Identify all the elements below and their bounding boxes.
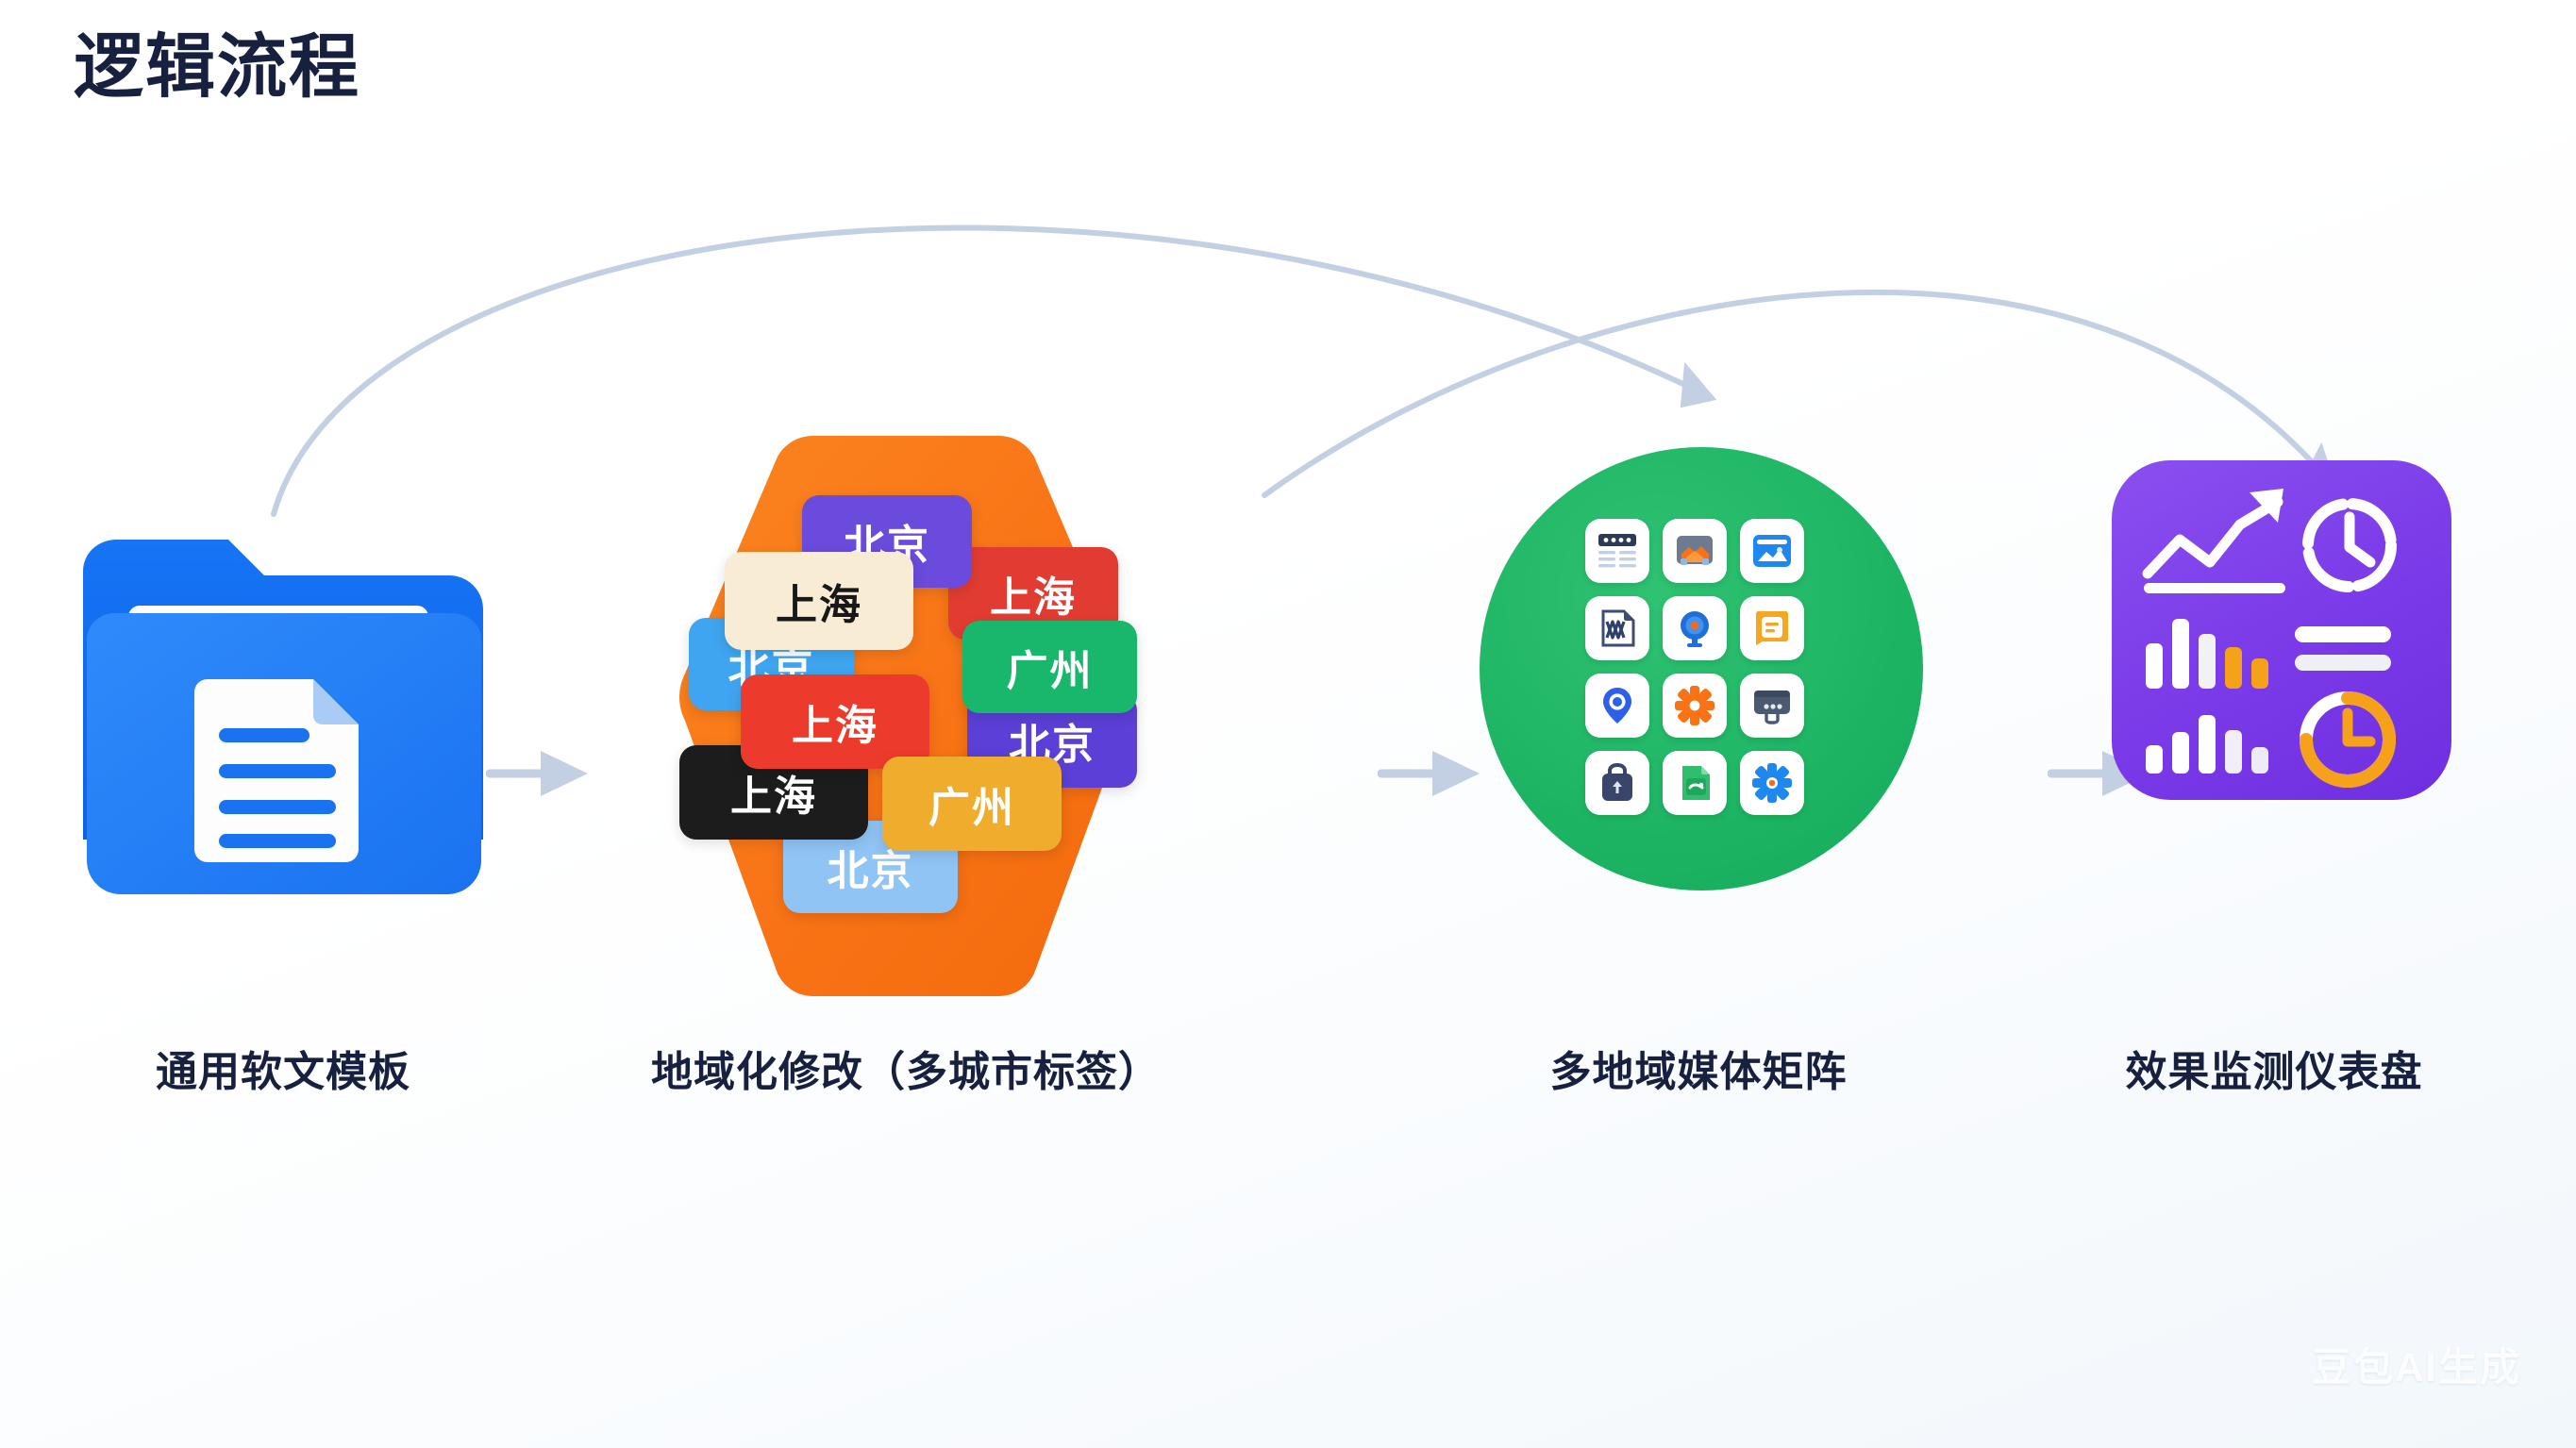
news-article-icon[interactable] (1585, 519, 1649, 583)
connector-arrow-1 (486, 751, 588, 796)
chart-report-icon[interactable] (1585, 596, 1649, 660)
image-card-icon[interactable] (1740, 519, 1804, 583)
horizontal-bars-icon (2295, 626, 2391, 671)
city-tag[interactable]: 广州 (882, 757, 1062, 851)
briefcase-bag-icon[interactable] (1585, 751, 1649, 815)
note-message-icon[interactable] (1740, 596, 1804, 660)
location-pin-icon[interactable] (1585, 674, 1649, 738)
flow-stage-localized-edit[interactable]: 北京上海上海广州北京上海北京上海广州北京 地域化修改（多城市标签） (642, 406, 1170, 1160)
flow-stage-row: 通用软文模板 北京上海上海广州北京上海北京上海广州北京 地域化修 (0, 406, 2576, 1160)
trend-line-arrow-icon (2142, 489, 2285, 593)
broadcast-radar-icon[interactable] (1663, 596, 1727, 660)
folder-document-icon (83, 540, 483, 894)
document-sheet-icon (194, 679, 359, 862)
city-tag[interactable]: 广州 (962, 621, 1137, 713)
watermark-label: 豆包AI生成 (2311, 1345, 2521, 1390)
connector-arrow-2 (1378, 751, 1480, 796)
stage-1-artwork (19, 406, 547, 1028)
stage-4-label: 效果监测仪表盘 (2125, 1049, 2423, 1095)
orange-gear-icon[interactable] (1663, 674, 1727, 738)
donut-clock-icon (2300, 691, 2396, 788)
flow-stage-general-template[interactable]: 通用软文模板 (19, 406, 547, 1160)
stage-3-label: 多地域媒体矩阵 (1549, 1049, 1848, 1095)
stage-4-artwork (2010, 406, 2538, 1028)
page-title: 逻辑流程 (74, 27, 360, 106)
handshake-banner-icon[interactable] (1663, 519, 1727, 583)
city-tag[interactable]: 上海 (741, 674, 929, 769)
blue-gear-icon[interactable] (1740, 751, 1804, 815)
bar-chart-group-icon (2146, 619, 2268, 689)
stage-2-label: 地域化修改（多城市标签） (651, 1049, 1161, 1095)
monitor-screen-icon[interactable] (1740, 674, 1804, 738)
city-tag[interactable]: 上海 (725, 552, 913, 650)
stage-1-label: 通用软文模板 (156, 1049, 410, 1095)
flow-stage-media-matrix[interactable]: 多地域媒体矩阵 (1434, 406, 1963, 1160)
analytics-dashboard-icon (2142, 489, 2397, 788)
bar-chart-group-lower-icon (2146, 715, 2268, 774)
green-document-icon[interactable] (1663, 751, 1727, 815)
flow-stage-dashboard[interactable]: 效果监测仪表盘 (2010, 406, 2538, 1160)
media-app-grid (1585, 519, 1821, 815)
stage-3-artwork (1434, 406, 1963, 1028)
stage-2-artwork: 北京上海上海广州北京上海北京上海广州北京 (642, 406, 1170, 1028)
clock-outline-icon (2302, 498, 2397, 592)
